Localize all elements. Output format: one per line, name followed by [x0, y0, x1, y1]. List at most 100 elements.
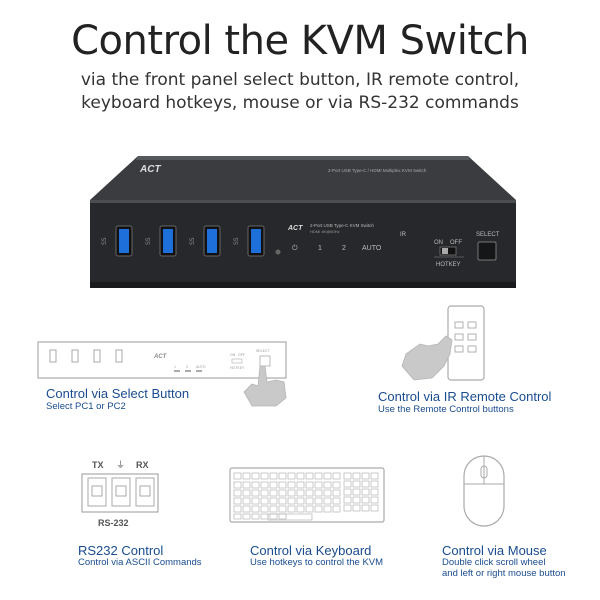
keyboard-key: [323, 481, 332, 489]
keyboard-key: [370, 504, 379, 512]
keyboard-key: [287, 505, 296, 513]
keyboard-key: [352, 472, 361, 480]
keyboard-key: [233, 489, 242, 497]
mini-select-label: SELECT: [256, 349, 270, 353]
panel-model-line-2: HDMI 4K@60Hz: [310, 229, 340, 234]
keyboard-key: [251, 481, 260, 489]
keyboard-key: [233, 481, 242, 489]
select-label: SELECT: [476, 232, 500, 238]
keyboard-key: [361, 488, 370, 496]
keyboard-key: [370, 472, 379, 480]
device-top-label: 2-Port USB Type-C / HDMI Multiplex KVM S…: [328, 168, 427, 173]
keyboard-key: [260, 505, 269, 513]
hotkey-label: HOTKEY: [436, 262, 461, 268]
keyboard-key: [305, 505, 314, 513]
usb-port-1: SS: [101, 225, 133, 257]
keyboard-key: [314, 472, 323, 480]
status-dot: [275, 249, 281, 255]
mouse-title: Control via Mouse: [442, 543, 547, 558]
select-button-desc: Select PC1 or PC2: [46, 401, 126, 412]
keyboard-key: [251, 489, 260, 497]
keyboard-key: [332, 505, 341, 513]
keyboard-key: [343, 488, 352, 496]
subtitle-line-1: via the front panel select button, IR re…: [80, 70, 520, 90]
keyboard-key: [361, 504, 370, 512]
mini-hotkey-label: HOTKEY: [230, 366, 245, 370]
keyboard-key: [305, 481, 314, 489]
keyboard-key: [233, 505, 242, 513]
keyboard-key: [260, 497, 269, 505]
keyboard-key: [361, 496, 370, 504]
keyboard-key: [361, 472, 370, 480]
keyboard-key: [269, 472, 278, 480]
led-label-2: 2: [342, 245, 346, 252]
keyboard-key: [287, 489, 296, 497]
ir-remote-title: Control via IR Remote Control: [378, 389, 552, 404]
mini-brand-logo: ACT: [153, 354, 168, 360]
keyboard-key: [343, 504, 352, 512]
usb-port-2: SS: [145, 225, 177, 257]
select-button: [477, 241, 497, 261]
keyboard-key: [352, 504, 361, 512]
keyboard-key: [233, 497, 242, 505]
keyboard-key: [242, 489, 251, 497]
mini-device-illustration: ACT 1 2 AUTO ON OFF HOTKEY SELECT: [37, 341, 287, 407]
ir-remote-illustration: [401, 305, 485, 381]
svg-text:SS: SS: [189, 237, 196, 245]
keyboard-key: [332, 489, 341, 497]
usb-port-4: SS: [233, 225, 265, 257]
keyboard-desc: Use hotkeys to control the KVM: [250, 557, 384, 568]
keyboard-icon: [229, 467, 385, 523]
led-label-auto: AUTO: [362, 245, 382, 252]
keyboard-key: [370, 480, 379, 488]
mini-device-outline: [37, 341, 287, 379]
rs232-desc: Control via ASCII Commands: [78, 557, 202, 568]
keyboard-key: [314, 497, 323, 505]
keyboard-key: [269, 513, 278, 520]
mini-switch-on: ON: [230, 353, 236, 357]
keyboard-key: [352, 488, 361, 496]
keyboard-key: [305, 497, 314, 505]
keyboard-key: [296, 505, 305, 513]
mini-switch-off: OFF: [238, 353, 245, 357]
pin-tx-label: TX: [92, 460, 104, 470]
power-icon: ⏻: [292, 244, 298, 252]
keyboard-key: [361, 480, 370, 488]
keyboard-key: [269, 497, 278, 505]
keyboard-key: [278, 489, 287, 497]
keyboard-key: [251, 497, 260, 505]
keyboard-key: [278, 513, 287, 520]
keyboard-key: [269, 481, 278, 489]
keyboard-key: [233, 472, 242, 480]
keyboard-key: [287, 497, 296, 505]
keyboard-title: Control via Keyboard: [250, 543, 372, 558]
keyboard-key: [296, 497, 305, 505]
keyboard-key: [314, 481, 323, 489]
switch-off-label: OFF: [450, 240, 462, 246]
mouse-desc-line-1: Double click scroll wheel: [442, 557, 546, 568]
keyboard-spacebar: [267, 513, 313, 521]
panel-brand-logo: ACT: [287, 225, 303, 232]
rs232-connector-label: RS-232: [98, 518, 129, 528]
rs232-illustration: TX ⏚ RX RS-232: [81, 460, 159, 528]
keyboard-key: [332, 481, 341, 489]
keyboard-key: [370, 496, 379, 504]
remote-outline: [447, 305, 485, 381]
keyboard-key: [269, 505, 278, 513]
keyboard-key: [278, 497, 287, 505]
panel-model-line-1: 2-Port USB Type-C KVM Switch: [310, 223, 374, 228]
keyboard-key: [343, 480, 352, 488]
keyboard-key: [269, 489, 278, 497]
keyboard-key: [305, 472, 314, 480]
mouse-desc-line-2: and left or right mouse button: [442, 568, 566, 579]
keyboard-key: [323, 497, 332, 505]
usb-port-3: SS: [189, 225, 221, 257]
ir-remote-desc: Use the Remote Control buttons: [378, 404, 514, 415]
keyboard-key: [287, 481, 296, 489]
page-title: Control the KVM Switch: [71, 18, 529, 64]
svg-text:SS: SS: [145, 237, 152, 245]
keyboard-key: [323, 472, 332, 480]
keyboard-key: [370, 488, 379, 496]
keyboard-key: [323, 489, 332, 497]
rs232-title: RS232 Control: [78, 543, 164, 558]
